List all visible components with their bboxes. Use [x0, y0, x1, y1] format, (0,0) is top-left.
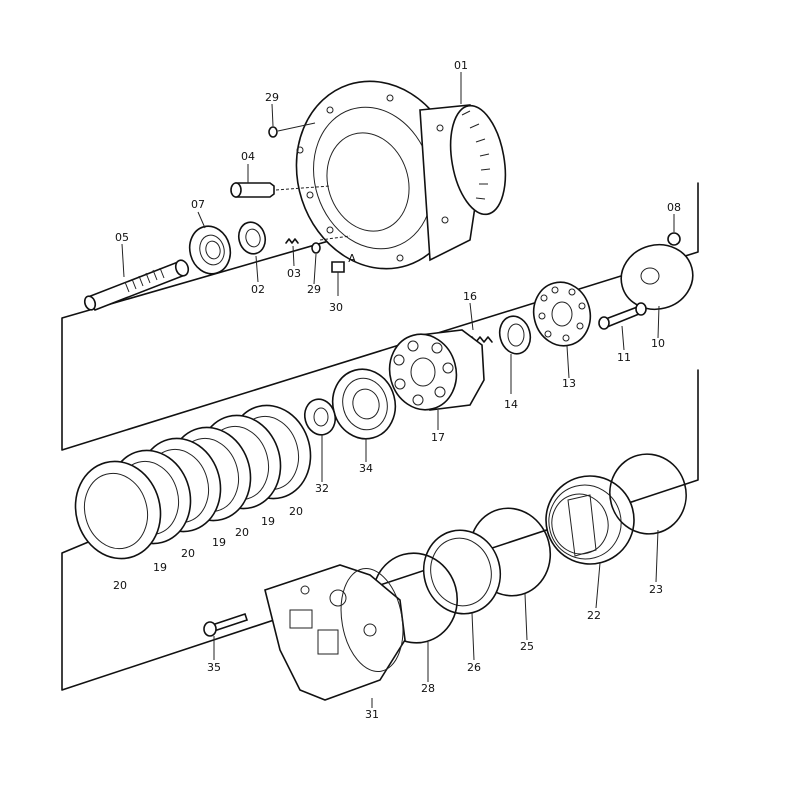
- label-10: 10: [651, 337, 665, 350]
- label-11: 11: [617, 351, 631, 364]
- label-22: 22: [587, 609, 601, 622]
- label-26: 26: [467, 661, 481, 674]
- part-11-piston: [598, 302, 647, 330]
- label-19a: 19: [261, 515, 275, 528]
- zone-boundaries: [61, 182, 699, 691]
- part-35-bolt: [203, 612, 249, 637]
- label-29: 29: [265, 91, 279, 104]
- part-31-valve-cover: [264, 564, 406, 701]
- label-17: 17: [431, 431, 445, 444]
- part-labels: 01 29 04 07 08 05 A 03 02 29 16 30 10 11…: [113, 59, 681, 721]
- part-02-seal: [237, 221, 267, 255]
- label-32: 32: [315, 482, 329, 495]
- part-10-swash-plate: [620, 243, 694, 311]
- label-07: 07: [191, 198, 205, 211]
- label-30: 30: [329, 301, 343, 314]
- label-23: 23: [649, 583, 663, 596]
- label-03: 03: [287, 267, 301, 280]
- part-32-bearing: [303, 398, 337, 436]
- label-35: 35: [207, 661, 221, 674]
- part-13-retainer-plate: [532, 281, 592, 347]
- label-08: 08: [667, 201, 681, 214]
- part-08-ball: [667, 232, 681, 246]
- label-19c: 19: [153, 561, 167, 574]
- label-05: 05: [115, 231, 129, 244]
- part-22-brake-piston: [545, 475, 635, 565]
- part-05-shaft: [83, 259, 190, 312]
- label-19b: 19: [212, 536, 226, 549]
- part-30-plug: [319, 235, 351, 296]
- label-20d: 20: [113, 579, 127, 592]
- part-14-bushing: [498, 315, 532, 355]
- leader-lines: [121, 72, 675, 708]
- label-02: 02: [251, 283, 265, 296]
- label-14: 14: [504, 398, 518, 411]
- label-a: A: [348, 252, 356, 265]
- label-34: 34: [359, 462, 373, 475]
- part-04-pin: [230, 182, 331, 198]
- part-03-spring: [285, 238, 299, 244]
- part-17-cylinder-block: [388, 329, 485, 411]
- label-29b: 29: [307, 283, 321, 296]
- label-16: 16: [463, 290, 477, 303]
- label-01: 01: [454, 59, 468, 72]
- part-26-ring-plate: [422, 529, 502, 615]
- label-25: 25: [520, 640, 534, 653]
- part-07-bearing: [188, 225, 232, 275]
- brake-plate-stack: [74, 404, 312, 560]
- label-28: 28: [421, 682, 435, 695]
- label-20a: 20: [289, 505, 303, 518]
- label-20c: 20: [181, 547, 195, 560]
- label-13: 13: [562, 377, 576, 390]
- part-29-pin: [268, 122, 321, 254]
- part-01-gear-housing: [295, 80, 507, 270]
- label-31: 31: [365, 708, 379, 721]
- label-04: 04: [241, 150, 255, 163]
- label-20b: 20: [235, 526, 249, 539]
